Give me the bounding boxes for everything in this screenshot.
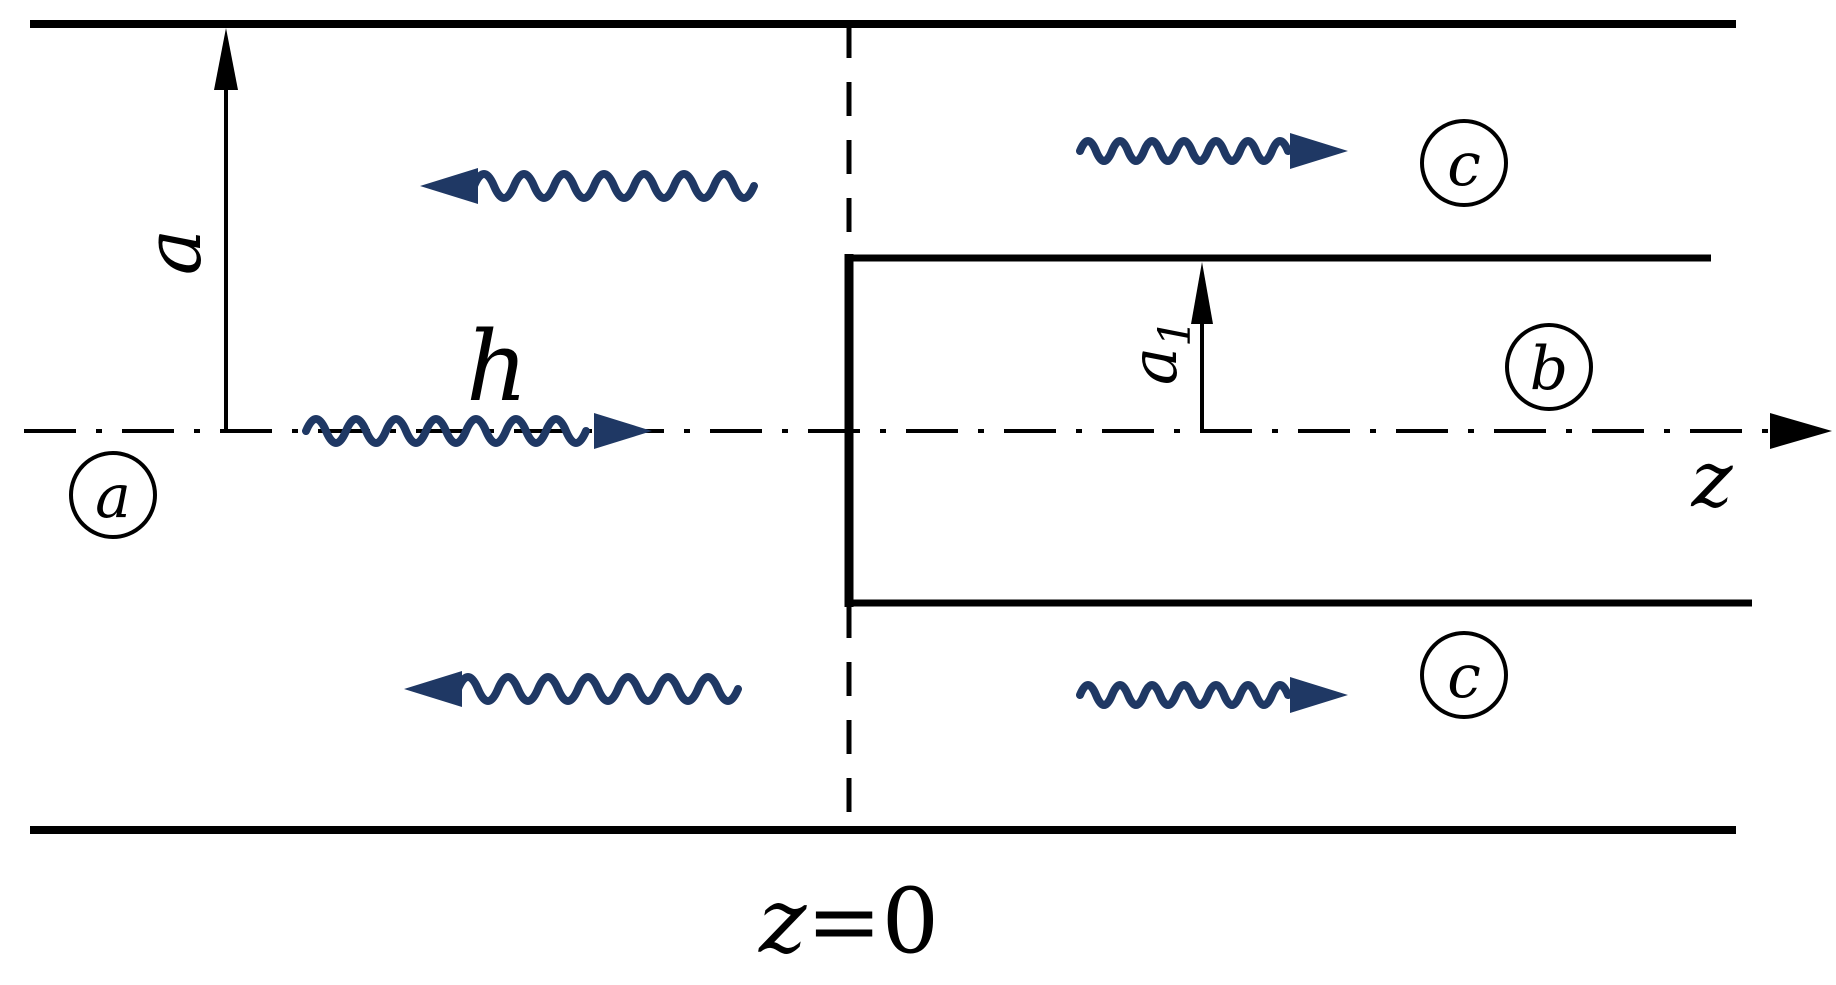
incident-wave-arrowhead-icon — [594, 413, 652, 449]
region-c-bottom-circle — [1420, 631, 1508, 719]
height-a1-arrowhead-icon — [1191, 262, 1213, 324]
region-a-label: a — [95, 462, 131, 532]
height-a-arrowhead-icon — [214, 28, 238, 90]
junction-position-var: z — [758, 869, 807, 974]
reflected-wave-bottom-arrowhead-icon — [404, 671, 462, 707]
height-a1-label: a1 — [1118, 319, 1201, 385]
reflected-wave-bottom — [454, 673, 742, 705]
transmitted-wave-top — [1076, 137, 1292, 165]
reflected-wave-top — [470, 170, 758, 202]
height-a1-label-subscript: 1 — [1150, 319, 1201, 347]
region-a-circle — [69, 451, 157, 539]
reflected-wave-top-arrowhead-icon — [420, 168, 478, 204]
transmitted-wave-bottom — [1076, 681, 1292, 709]
region-b-circle — [1505, 323, 1593, 411]
region-c-top-label: c — [1447, 130, 1481, 200]
incident-mode-label: h — [466, 311, 528, 423]
junction-position-label: z=0 — [758, 869, 939, 974]
transmitted-wave-top-arrowhead-icon — [1290, 133, 1348, 169]
axis-label: z — [1690, 435, 1733, 525]
region-c-top-circle — [1420, 119, 1508, 207]
region-c-bottom-label: c — [1447, 642, 1481, 712]
incident-wave — [302, 415, 590, 447]
height-a1-label-base: a — [1118, 347, 1192, 385]
junction-position-eq: =0 — [806, 869, 939, 974]
transmitted-wave-bottom-arrowhead-icon — [1290, 677, 1348, 713]
z-axis-arrowhead-icon — [1770, 413, 1832, 449]
height-a-label: a — [129, 229, 219, 276]
region-b-label: b — [1530, 334, 1568, 404]
